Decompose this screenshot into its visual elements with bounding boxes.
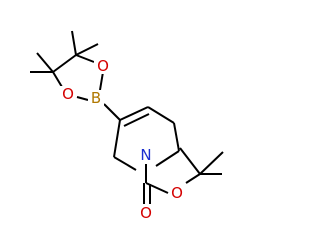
bond-o-ester-tbutyl xyxy=(185,173,201,184)
bond-c1-o-top xyxy=(75,54,95,63)
bond-c1-methyl-up xyxy=(71,30,77,56)
bond-o-top-b xyxy=(99,71,104,91)
bond-o-left-c2 xyxy=(52,71,63,88)
bond-ring-n-c2 xyxy=(113,156,137,171)
bond-tbutyl-methyl-right xyxy=(199,151,224,175)
bond-c2-methyl-up xyxy=(36,52,54,73)
bond-ring-c6-c7 xyxy=(173,122,180,152)
bond-c1-methyl-right xyxy=(75,43,99,56)
boc-group-bonds xyxy=(143,147,224,204)
atom-oxygen-carbonyl: O xyxy=(140,204,152,222)
atom-oxygen-left: O xyxy=(62,85,74,103)
atom-boron: B xyxy=(91,89,101,107)
bond-tbutyl-methyl-up xyxy=(179,147,201,175)
bond-ring-c5-c6 xyxy=(147,106,175,124)
azepine-ring-bonds xyxy=(113,106,180,171)
bond-ring-c4-c5-double xyxy=(123,113,150,127)
bond-c1-c2 xyxy=(52,54,77,73)
atom-nitrogen: N xyxy=(140,146,151,164)
atom-oxygen-top: O xyxy=(97,57,109,75)
bond-ring-c7-n xyxy=(155,150,180,167)
bond-ring-c4-c5 xyxy=(119,106,149,121)
bond-b-o-left xyxy=(76,96,89,101)
atom-labels: O O B N O O xyxy=(60,57,186,222)
pinacol-ring-bonds xyxy=(30,30,104,101)
bond-b-ring xyxy=(103,103,121,121)
bond-ring-c2-c3 xyxy=(113,119,121,158)
chemical-structure: O O B N O O xyxy=(30,30,224,222)
atom-oxygen-ester: O xyxy=(171,184,183,202)
